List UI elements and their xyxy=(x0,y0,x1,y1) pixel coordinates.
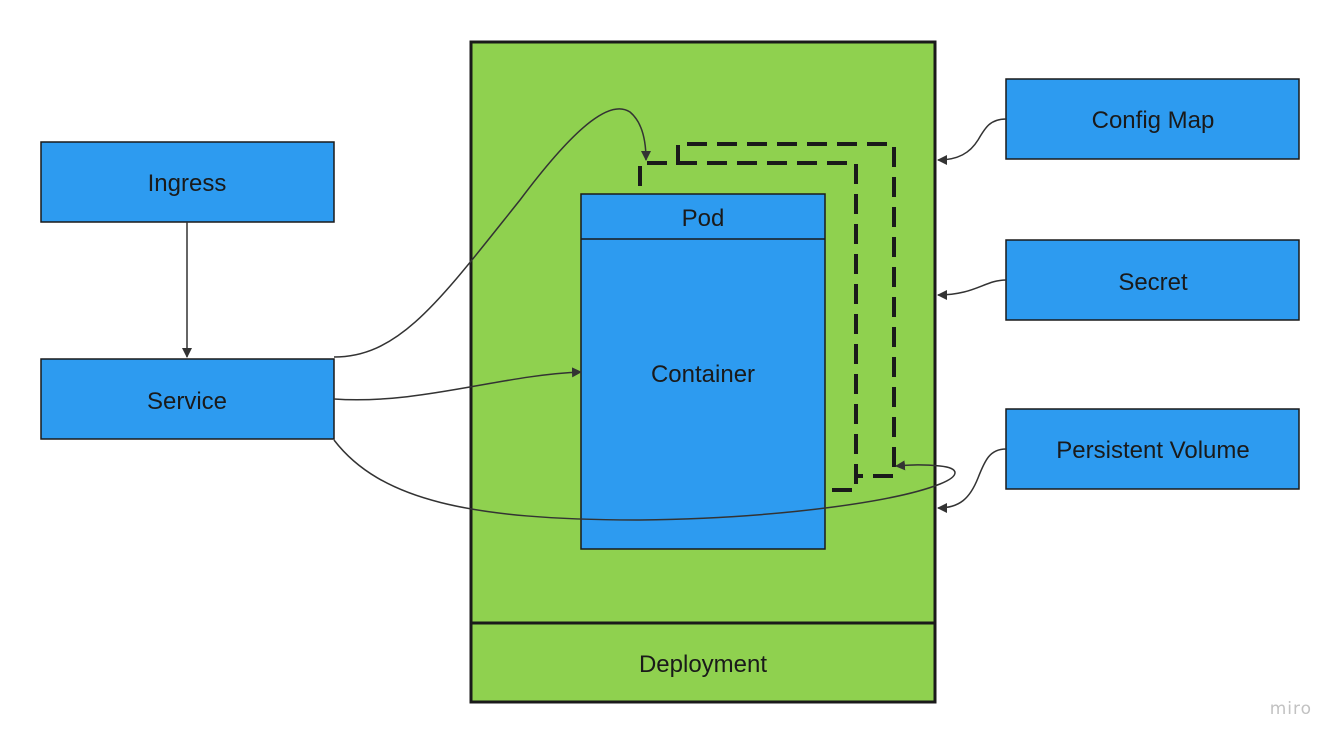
service-box[interactable] xyxy=(40,358,335,440)
config-map-box[interactable] xyxy=(1005,78,1300,160)
config-map-label: Config Map xyxy=(1092,107,1215,134)
miro-watermark: miro xyxy=(1270,699,1312,719)
pod-box[interactable] xyxy=(580,193,826,550)
pod-replica-outline-front xyxy=(638,161,858,492)
service-label: Service xyxy=(147,388,227,415)
container-label: Container xyxy=(651,361,755,388)
connector-persistent-volume-to-deployment[interactable] xyxy=(937,448,1007,513)
ingress-box[interactable] xyxy=(40,141,335,223)
secret-label: Secret xyxy=(1118,269,1188,296)
pod-label: Pod xyxy=(682,205,725,232)
secret-box[interactable] xyxy=(1005,239,1300,321)
pod-replica-outline-back xyxy=(676,142,896,478)
deployment-label: Deployment xyxy=(639,651,767,678)
persistent-volume-box[interactable] xyxy=(1005,408,1300,490)
connector-service-to-container[interactable] xyxy=(333,367,582,401)
connector-secret-to-deployment[interactable] xyxy=(937,279,1007,300)
persistent-volume-label: Persistent Volume xyxy=(1056,437,1249,464)
ingress-label: Ingress xyxy=(148,170,227,197)
connector-service-to-pod-replica[interactable] xyxy=(333,108,651,358)
connector-config-map-to-deployment[interactable] xyxy=(937,118,1007,165)
connector-service-to-pod-replica-bottom[interactable] xyxy=(333,439,956,521)
